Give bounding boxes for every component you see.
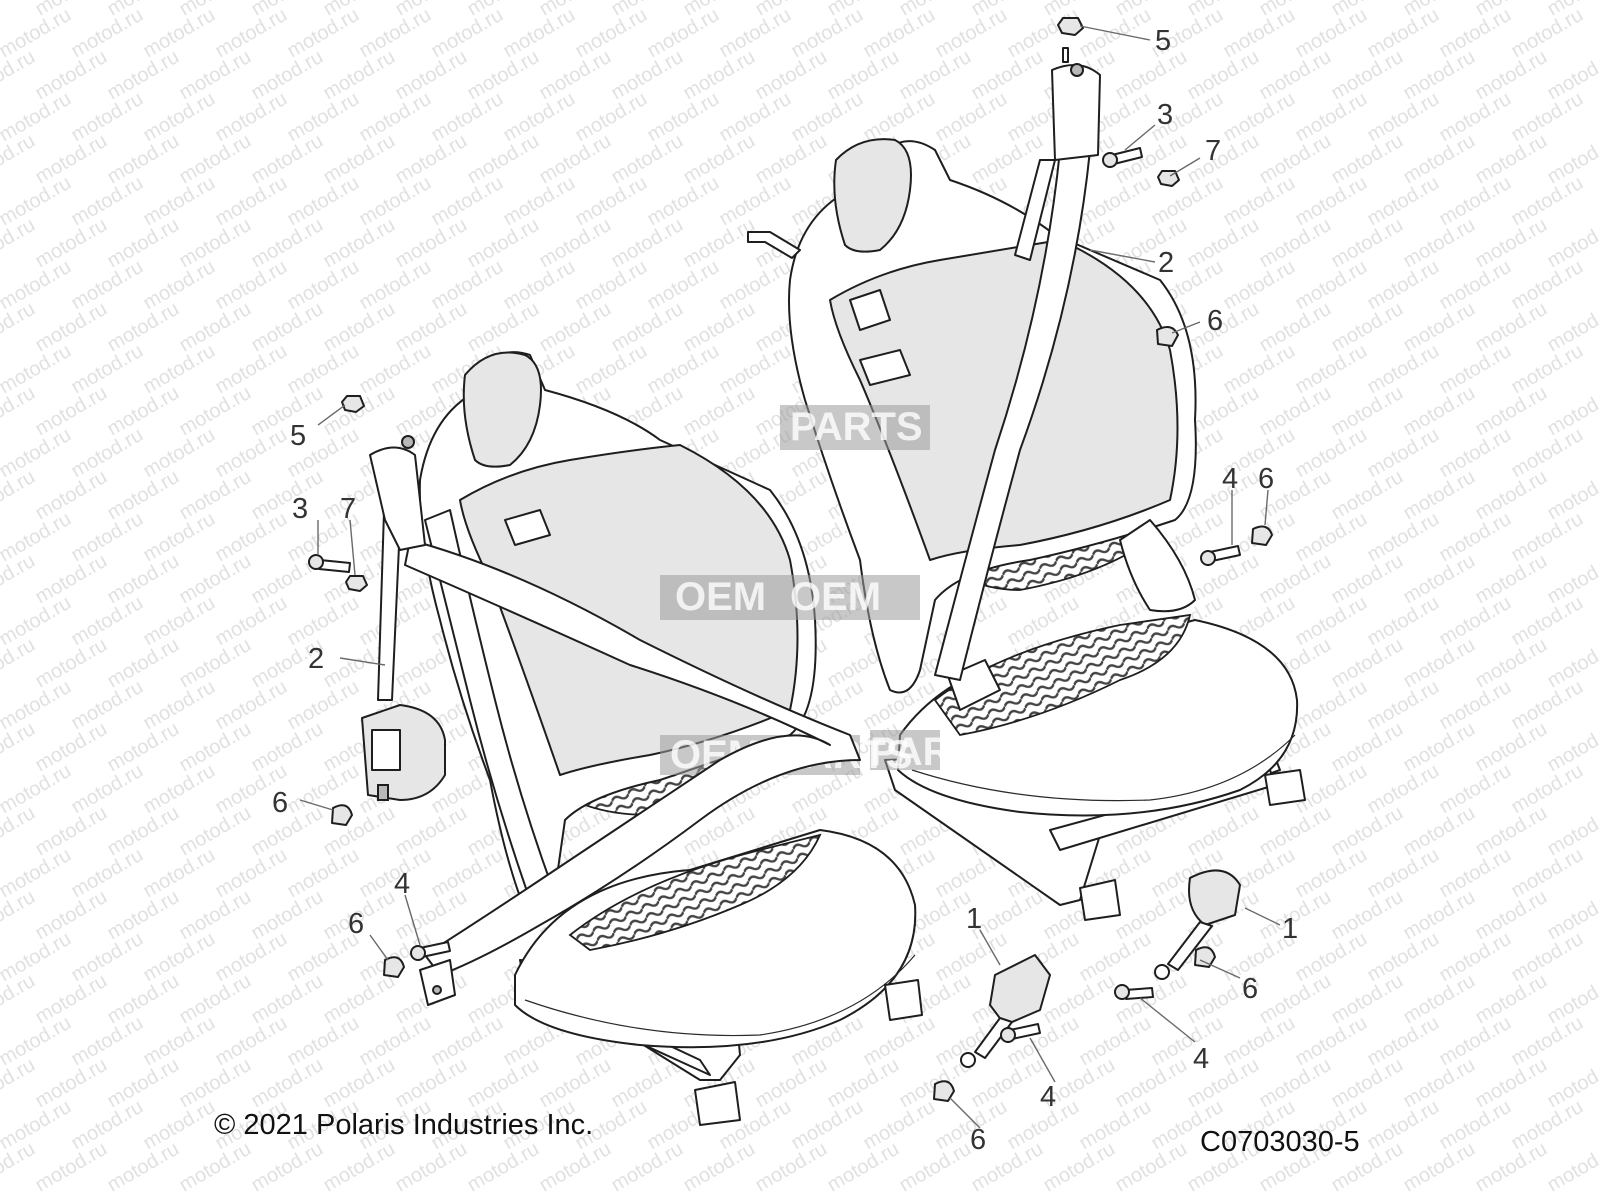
nut-7-left: [345, 575, 368, 592]
callout-6-bottom: 6: [970, 1124, 986, 1156]
callout-5-left: 5: [290, 420, 306, 452]
nut-6-lower-left: [383, 956, 405, 978]
callout-4-left: 4: [394, 868, 410, 900]
nut-6-top: [1156, 325, 1179, 347]
right-belt-upper-anchor: [1051, 64, 1101, 161]
callout-3-top: 3: [1157, 99, 1173, 131]
callout-1-center: 1: [966, 903, 982, 935]
callout-5-top: 5: [1155, 25, 1171, 57]
leader-lines: [299, 25, 1281, 1129]
overlay-mark-1: PARTS: [790, 405, 923, 449]
buckle-1-center: [989, 954, 1051, 1026]
nut-6-left: [331, 804, 353, 826]
callout-numbers: 5 3 7 2 6 4 6 5 3 7 2 6 6 4 6 1 1 6 4 4 …: [272, 25, 1298, 1156]
buckle-1-right: [1188, 869, 1241, 926]
callout-7-left: 7: [340, 493, 356, 525]
callout-6-lower-left: 6: [348, 908, 364, 940]
callout-7-top: 7: [1205, 135, 1221, 167]
callout-4-right-lower: 4: [1193, 1043, 1209, 1075]
copyright-notice: © 2021 Polaris Industries Inc.: [214, 1109, 594, 1141]
nut-5-top: [1057, 17, 1084, 36]
right-seat-belt-webbing: [934, 149, 1091, 681]
left-seat-headrest: [462, 351, 542, 468]
left-seat-mesh: [568, 833, 822, 951]
callout-6-left: 6: [272, 787, 288, 819]
right-seat-mesh: [933, 613, 1192, 736]
overlay-mark-3: PARTS: [870, 730, 1003, 774]
left-seat: OEM OEM OEM PARTS: [361, 351, 923, 1126]
nut-5-left: [341, 395, 365, 413]
callout-4-right: 4: [1222, 463, 1238, 495]
overlay-mark-0: OEM: [675, 575, 766, 619]
callout-6-right-lower: 6: [1242, 973, 1258, 1005]
left-belt-retractor: [361, 704, 446, 801]
callout-3-left: 3: [292, 493, 308, 525]
right-seat-side-bolster: [1119, 519, 1196, 613]
callout-6-top: 6: [1207, 305, 1223, 337]
nut-7-top: [1157, 170, 1180, 187]
callout-2-right: 2: [1158, 247, 1174, 279]
left-seat-cushion: [514, 829, 917, 1049]
nut-6-right-lower: [1194, 946, 1216, 968]
hardware: [308, 17, 1273, 1102]
overlay-mark-2: OEM: [790, 575, 881, 619]
callout-1-right: 1: [1282, 913, 1298, 945]
callout-6-right: 6: [1258, 463, 1274, 495]
nut-6-right: [1251, 525, 1273, 546]
nut-6-bottom: [933, 1080, 955, 1102]
right-seat-pin: [747, 231, 801, 259]
right-seat: PARTS PARTS: [780, 47, 1306, 921]
callout-4-center: 4: [1040, 1081, 1056, 1113]
callout-2-left: 2: [308, 643, 324, 675]
figure-code: C0703030-5: [1200, 1126, 1360, 1158]
left-belt-upper-guide: [369, 446, 426, 551]
right-seat-headrest: [833, 138, 912, 253]
